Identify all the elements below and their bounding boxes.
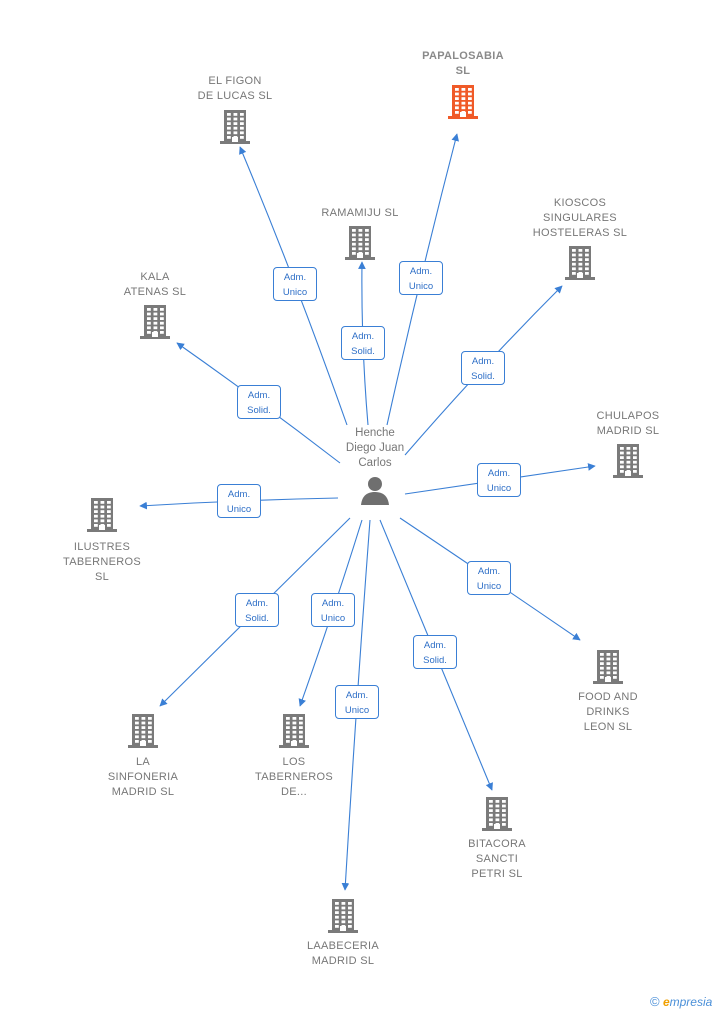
company-name: FOOD AND DRINKS LEON SL (578, 691, 638, 733)
building-icon (593, 650, 623, 684)
company-name: BITACORA SANCTI PETRI SL (468, 838, 526, 880)
company-node-papalosabia[interactable]: PAPALOSABIA SL (393, 49, 533, 169)
relation-label-kioscos[interactable]: Adm. Solid. (461, 351, 505, 385)
relation-type: Unico (282, 287, 308, 298)
relation-label-chulapos[interactable]: Adm. Unico (477, 463, 521, 497)
company-node-kala[interactable]: KALA ATENAS SL (85, 270, 225, 390)
relation-role: Adm. (321, 598, 345, 609)
relation-role: Adm. (227, 489, 251, 500)
relation-role: Adm. (487, 468, 511, 479)
relation-role: Adm. (247, 390, 271, 401)
company-node-kioscos[interactable]: KIOSCOS SINGULARES HOSTELERAS SL (510, 196, 650, 316)
company-node-food-drinks[interactable]: FOOD AND DRINKS LEON SL (538, 649, 678, 769)
copyright-icon: © (650, 994, 660, 1009)
relation-label-ilustres[interactable]: Adm. Unico (217, 484, 261, 518)
building-icon (128, 714, 158, 748)
company-name: CHULAPOS MADRID SL (596, 410, 660, 437)
building-icon (482, 797, 512, 831)
relation-type: Solid. (247, 405, 271, 416)
relation-type: Unico (408, 281, 434, 292)
relation-label-laabeceria[interactable]: Adm. Unico (335, 685, 379, 719)
relation-role: Adm. (471, 356, 495, 367)
relation-type: Unico (476, 581, 502, 592)
building-icon (328, 899, 358, 933)
relation-label-food-drinks[interactable]: Adm. Unico (467, 561, 511, 595)
relation-type: Solid. (471, 371, 495, 382)
company-name: KALA ATENAS SL (123, 271, 187, 298)
company-node-bitacora[interactable]: BITACORA SANCTI PETRI SL (427, 796, 567, 916)
company-node-la-sinfoneria[interactable]: LA SINFONERIA MADRID SL (73, 713, 213, 833)
company-name: PAPALOSABIA SL (422, 50, 504, 77)
relation-type: Solid. (245, 613, 269, 624)
company-node-el-figon[interactable]: EL FIGON DE LUCAS SL (165, 74, 305, 194)
relation-role: Adm. (345, 690, 369, 701)
company-name: KIOSCOS SINGULARES HOSTELERAS SL (532, 197, 628, 239)
relation-type: Unico (226, 504, 252, 515)
relation-type: Unico (344, 705, 370, 716)
company-name: LA SINFONERIA MADRID SL (107, 756, 179, 798)
relation-type: Unico (320, 613, 346, 624)
company-name: RAMAMIJU SL (321, 207, 399, 219)
relation-role: Adm. (409, 266, 433, 277)
company-name: LAABECERIA MADRID SL (306, 940, 380, 967)
relation-label-bitacora[interactable]: Adm. Solid. (413, 635, 457, 669)
building-icon (345, 226, 375, 260)
building-icon (87, 498, 117, 532)
relation-label-kala[interactable]: Adm. Solid. (237, 385, 281, 419)
company-name: LOS TABERNEROS DE... (255, 756, 333, 798)
building-icon (565, 246, 595, 280)
company-node-ramamiju[interactable]: RAMAMIJU SL (290, 206, 430, 326)
relation-label-papalosabia[interactable]: Adm. Unico (399, 261, 443, 295)
brand-initial: e (662, 995, 670, 1009)
building-icon (613, 444, 643, 478)
relation-type: Solid. (423, 655, 447, 666)
relation-role: Adm. (283, 272, 307, 283)
company-node-laabeceria[interactable]: LAABECERIA MADRID SL (273, 898, 413, 1015)
relation-label-ramamiju[interactable]: Adm. Solid. (341, 326, 385, 360)
person-node[interactable]: Henche Diego Juan Carlos (330, 426, 420, 505)
relation-label-el-figon[interactable]: Adm. Unico (273, 267, 317, 301)
brand-footer: © empresia (650, 994, 712, 1009)
building-icon (140, 305, 170, 339)
relation-type: Solid. (351, 346, 375, 357)
relation-type: Unico (486, 483, 512, 494)
person-icon (361, 477, 389, 505)
relation-label-la-sinfoneria[interactable]: Adm. Solid. (235, 593, 279, 627)
relation-role: Adm. (245, 598, 269, 609)
person-name: Henche Diego Juan Carlos (345, 427, 405, 469)
company-node-chulapos[interactable]: CHULAPOS MADRID SL (558, 409, 698, 529)
relation-label-los-taberneros[interactable]: Adm. Unico (311, 593, 355, 627)
brand-rest: mpresia (669, 995, 713, 1009)
building-icon (220, 110, 250, 144)
company-name: ILUSTRES TABERNEROS SL (63, 541, 141, 583)
building-icon (279, 714, 309, 748)
company-node-los-taberneros[interactable]: LOS TABERNEROS DE... (224, 713, 364, 833)
relation-role: Adm. (477, 566, 501, 577)
building-icon (448, 85, 478, 119)
relation-role: Adm. (423, 640, 447, 651)
relation-role: Adm. (351, 331, 375, 342)
company-node-ilustres[interactable]: ILUSTRES TABERNEROS SL (32, 497, 172, 617)
company-name: EL FIGON DE LUCAS SL (197, 75, 273, 102)
